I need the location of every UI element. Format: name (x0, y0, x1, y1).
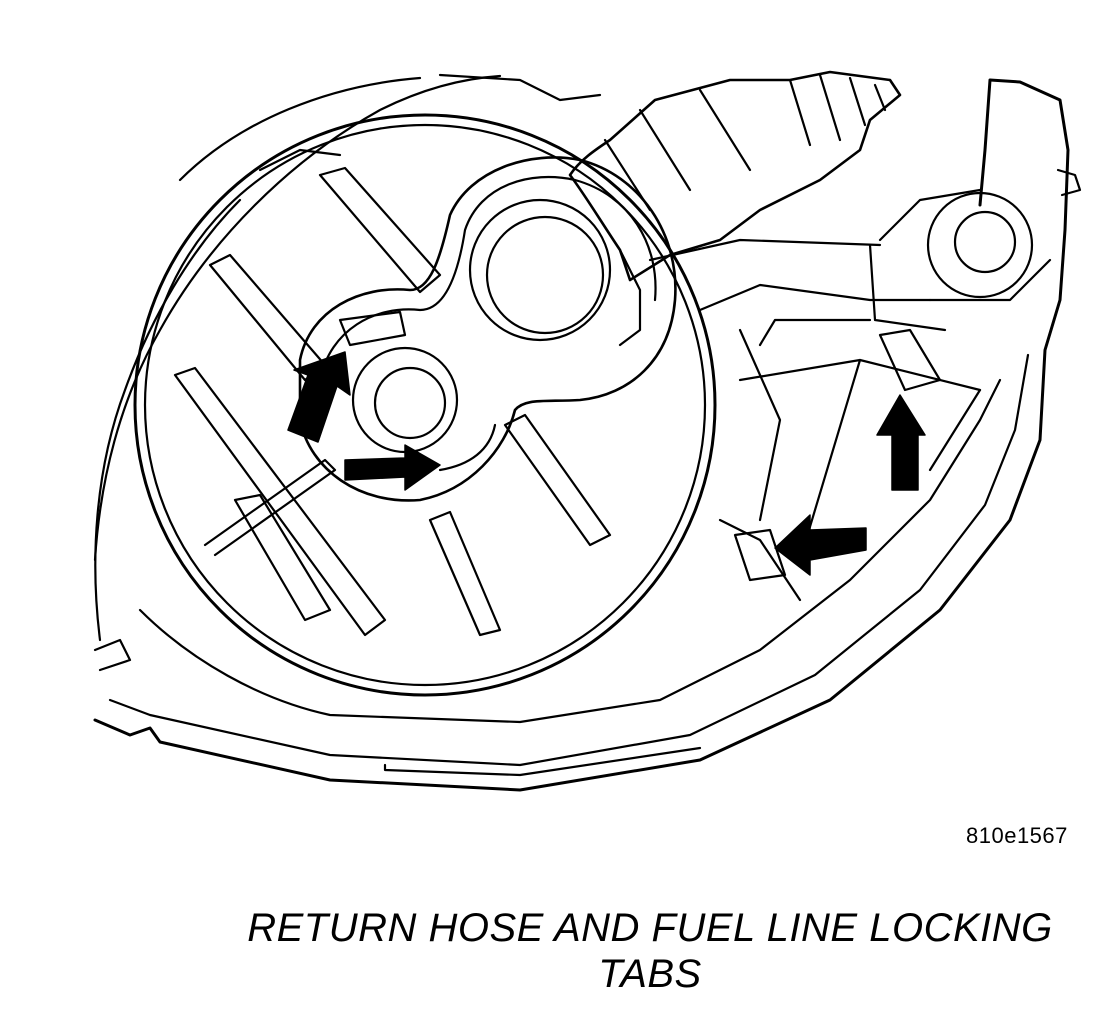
housing-left-notch (93, 638, 132, 672)
pointer-line (203, 458, 337, 557)
return-fitting-outer (351, 346, 459, 454)
reservoir-inner-ring (143, 123, 707, 687)
fuel-hose-band (603, 88, 752, 212)
frame-diagonal (738, 328, 982, 562)
housing-outer-arc (93, 74, 502, 562)
fitting-plate (298, 156, 677, 502)
housing-inner-rim (108, 353, 1030, 767)
figure-id-label: 810e1567 (966, 823, 1068, 848)
fuel-fitting-collar (618, 248, 642, 347)
arrow-left-icon (774, 514, 867, 576)
return-fitting-inner (373, 366, 447, 440)
fuel-hose-ribs (788, 73, 887, 147)
arrow-up-icon (876, 394, 926, 491)
arrow-up-icon (287, 351, 351, 443)
caption-line-2: TABS (598, 952, 702, 996)
boss-outer (926, 191, 1034, 299)
figure-caption: RETURN HOSE AND FUEL LINE LOCKING TABS (200, 905, 1100, 997)
tank-housing-outline (93, 78, 1070, 792)
fuel-fitting-outer (468, 198, 612, 342)
fuel-fitting-inner (485, 215, 605, 335)
housing-top-arc (178, 73, 602, 182)
housing-second-arc (94, 198, 242, 642)
housing-ledge-lower (383, 746, 702, 777)
reservoir-ribs (173, 148, 612, 637)
boss-bracket (868, 188, 1052, 332)
fuel-hose (568, 70, 902, 282)
reservoir-outer-ring (133, 113, 717, 697)
arrow-right-icon (344, 444, 441, 491)
housing-lower-channel (138, 378, 1002, 724)
boss-inner (953, 210, 1017, 274)
housing-right-tab (1056, 168, 1082, 197)
caption-line-1: RETURN HOSE AND FUEL LINE LOCKING (247, 906, 1053, 950)
locking-slot-upper (878, 328, 942, 392)
return-fitting-clip (438, 423, 497, 472)
return-fitting-tab (338, 310, 407, 347)
locking-slot-lower (733, 528, 787, 582)
